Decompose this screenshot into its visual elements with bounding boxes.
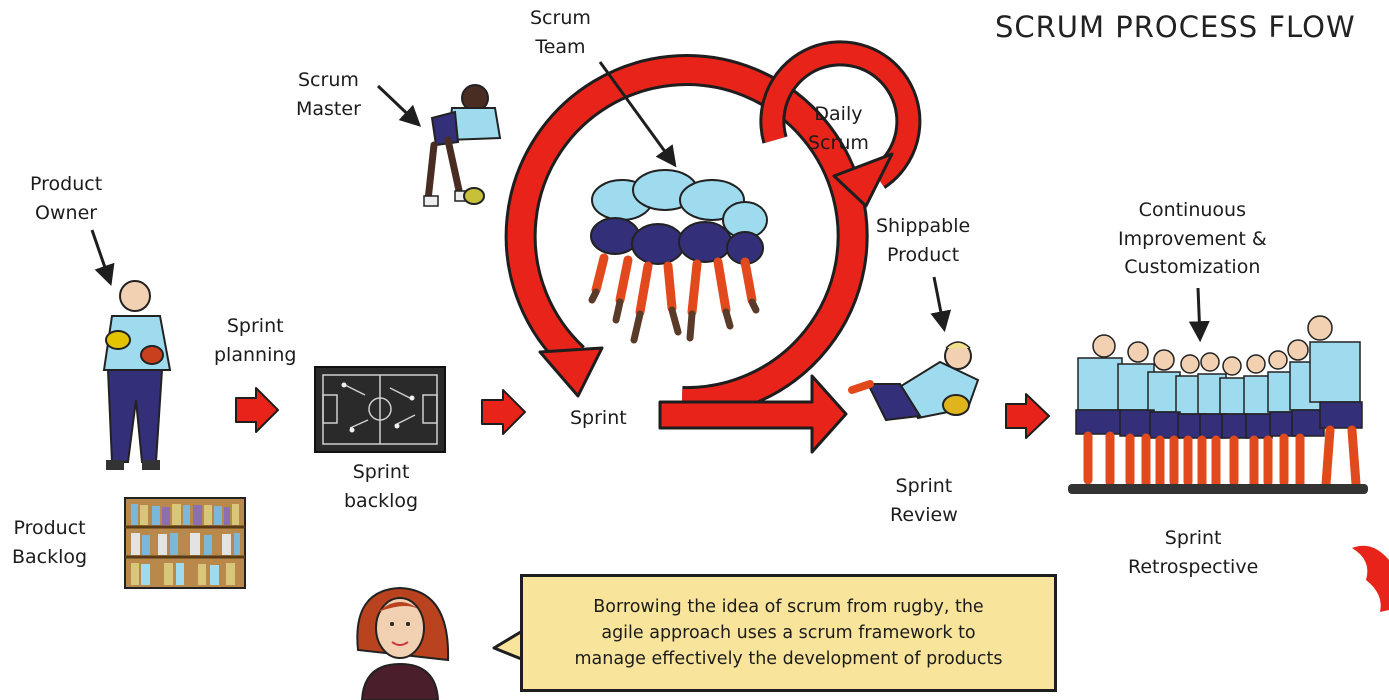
- bookshelf-icon: [124, 497, 246, 589]
- label-sprint: Sprint: [570, 407, 627, 429]
- brush-stroke-mark: [1352, 545, 1389, 612]
- sprint-retrospective-team-figure: [1068, 315, 1368, 494]
- label-scrum-master: Scrum Master: [296, 69, 361, 120]
- label-product-owner: Product Owner: [30, 173, 103, 224]
- sprint-review-figure: [848, 341, 980, 422]
- tactics-board-icon: [314, 366, 446, 453]
- label-continuous-improvement: Continuous Improvement & Customization: [1118, 199, 1267, 278]
- label-sprint-backlog: Sprint backlog: [344, 461, 419, 512]
- pointer-arrow-icon: [90, 61, 1210, 343]
- flow-arrow-icon: [481, 389, 526, 435]
- callout-line: manage effectively the development of pr…: [574, 649, 1003, 670]
- scrum-team-figure: [588, 169, 768, 344]
- label-product-backlog: Product Backlog: [12, 517, 88, 568]
- daily-scrum-loop-icon: [759, 40, 922, 208]
- product-owner-figure: [102, 280, 172, 470]
- flow-arrow-icon: [235, 387, 279, 433]
- callout-line: Borrowing the idea of scrum from rugby, …: [593, 596, 984, 617]
- scrum-master-figure: [423, 84, 502, 207]
- label-sprint-planning: Sprint planning: [214, 315, 297, 366]
- label-shippable-product: Shippable Product: [876, 215, 971, 266]
- flow-arrow-icon: [1005, 393, 1050, 439]
- label-sprint-review: Sprint Review: [890, 475, 958, 526]
- speech-callout: Borrowing the idea of scrum from rugby, …: [520, 574, 1057, 692]
- callout-line: agile approach uses a scrum framework to: [601, 622, 976, 643]
- label-sprint-retrospective: Sprint Retrospective: [1128, 527, 1259, 578]
- label-daily-scrum: Daily Scrum: [808, 103, 869, 154]
- presenter-avatar-icon: [356, 586, 450, 700]
- sprint-cycle-icon: [504, 54, 869, 454]
- diagram-title: SCRUM PROCESS FLOW: [995, 10, 1356, 44]
- label-scrum-team: Scrum Team: [530, 7, 591, 58]
